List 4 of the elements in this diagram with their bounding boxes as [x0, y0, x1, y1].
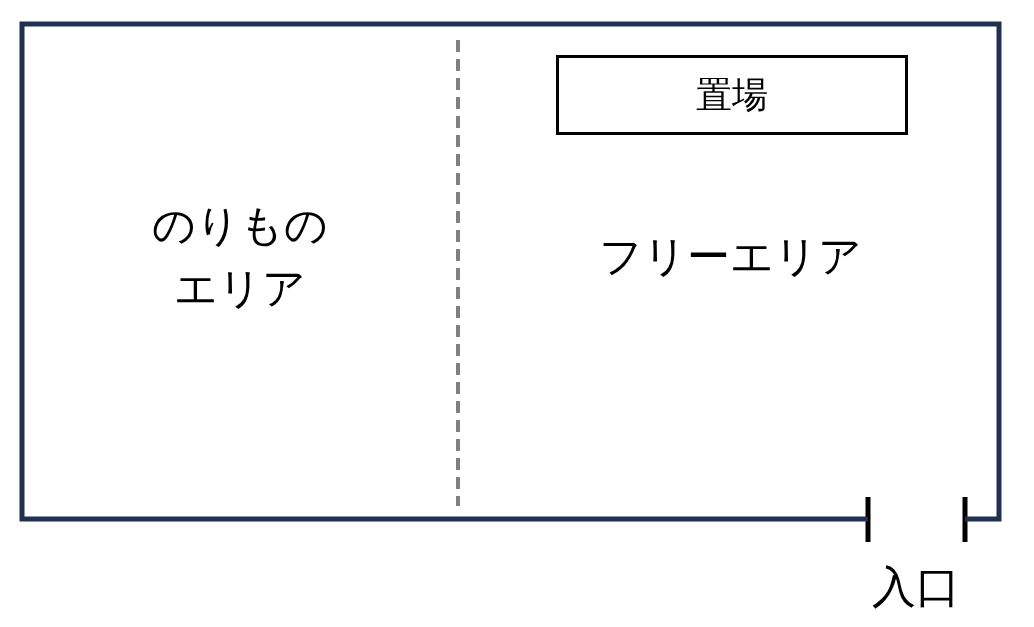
area-label: フリーエリア: [598, 230, 862, 284]
area-label: のりものエリア: [151, 199, 329, 315]
entrance-label: 入口: [871, 560, 961, 614]
storage-box: 置場: [556, 55, 908, 135]
